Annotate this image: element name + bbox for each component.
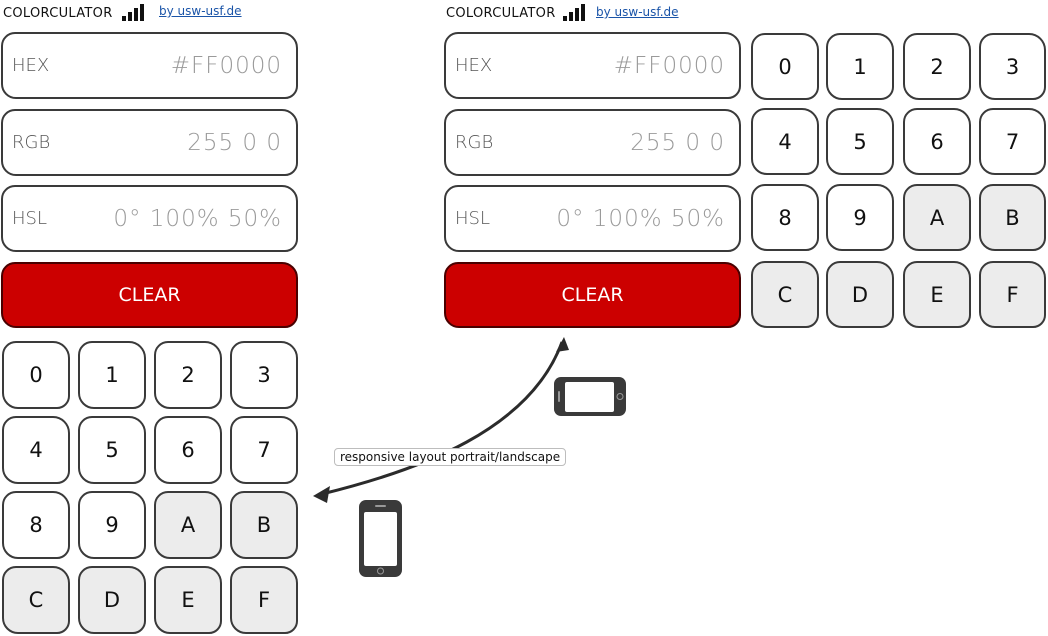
clear-button[interactable]: CLEAR <box>1 262 298 328</box>
key-a[interactable]: A <box>154 491 222 559</box>
key-8[interactable]: 8 <box>2 491 70 559</box>
app-title: COLORCULATOR <box>446 6 556 21</box>
credit-link[interactable]: by usw-usf.de <box>596 5 679 19</box>
key-b[interactable]: B <box>230 491 298 559</box>
key-c[interactable]: C <box>751 261 819 328</box>
app-title: COLORCULATOR <box>3 6 113 21</box>
signal-bars-icon <box>122 3 144 21</box>
key-8[interactable]: 8 <box>751 184 819 251</box>
key-f[interactable]: F <box>979 261 1046 328</box>
key-6[interactable]: 6 <box>154 416 222 484</box>
key-a[interactable]: A <box>903 184 971 251</box>
rgb-field[interactable]: RGB 255 0 0 <box>1 109 298 176</box>
hex-value: #FF0000 <box>613 52 725 79</box>
credit-link[interactable]: by usw-usf.de <box>159 4 242 18</box>
key-c[interactable]: C <box>2 566 70 634</box>
hsl-value: 0° 100% 50% <box>556 205 725 232</box>
arrow-head-left <box>313 486 330 503</box>
hsl-value: 0° 100% 50% <box>113 205 282 232</box>
key-0[interactable]: 0 <box>2 341 70 409</box>
hsl-field[interactable]: HSL 0° 100% 50% <box>1 185 298 252</box>
key-6[interactable]: 6 <box>903 108 971 175</box>
signal-bars-icon <box>563 3 585 21</box>
rgb-field[interactable]: RGB 255 0 0 <box>444 109 741 176</box>
hex-label: HEX <box>455 55 493 76</box>
phone-landscape-icon <box>554 377 626 416</box>
rgb-label: RGB <box>455 132 494 153</box>
key-9[interactable]: 9 <box>826 184 894 251</box>
key-5[interactable]: 5 <box>826 108 894 175</box>
hsl-label: HSL <box>12 208 47 229</box>
rgb-value: 255 0 0 <box>187 129 282 156</box>
key-d[interactable]: D <box>826 261 894 328</box>
key-e[interactable]: E <box>903 261 971 328</box>
key-f[interactable]: F <box>230 566 298 634</box>
key-5[interactable]: 5 <box>78 416 146 484</box>
key-1[interactable]: 1 <box>78 341 146 409</box>
arrow-curve <box>321 341 564 496</box>
key-2[interactable]: 2 <box>903 33 971 100</box>
hex-field[interactable]: HEX #FF0000 <box>1 32 298 99</box>
key-1[interactable]: 1 <box>826 33 894 100</box>
key-7[interactable]: 7 <box>230 416 298 484</box>
rgb-label: RGB <box>12 132 51 153</box>
key-7[interactable]: 7 <box>979 108 1046 175</box>
key-3[interactable]: 3 <box>230 341 298 409</box>
layout-callout: responsive layout portrait/landscape <box>334 448 567 466</box>
key-e[interactable]: E <box>154 566 222 634</box>
key-b[interactable]: B <box>979 184 1046 251</box>
phone-portrait-icon <box>359 500 402 577</box>
key-4[interactable]: 4 <box>2 416 70 484</box>
key-2[interactable]: 2 <box>154 341 222 409</box>
key-9[interactable]: 9 <box>78 491 146 559</box>
key-d[interactable]: D <box>78 566 146 634</box>
hex-value: #FF0000 <box>170 52 282 79</box>
key-0[interactable]: 0 <box>751 33 819 100</box>
hsl-label: HSL <box>455 208 490 229</box>
key-3[interactable]: 3 <box>979 33 1046 100</box>
rgb-value: 255 0 0 <box>630 129 725 156</box>
arrow-head-top <box>556 337 569 352</box>
hex-field[interactable]: HEX #FF0000 <box>444 32 741 99</box>
key-4[interactable]: 4 <box>751 108 819 175</box>
hsl-field[interactable]: HSL 0° 100% 50% <box>444 185 741 252</box>
clear-button[interactable]: CLEAR <box>444 262 741 328</box>
hex-label: HEX <box>12 55 50 76</box>
